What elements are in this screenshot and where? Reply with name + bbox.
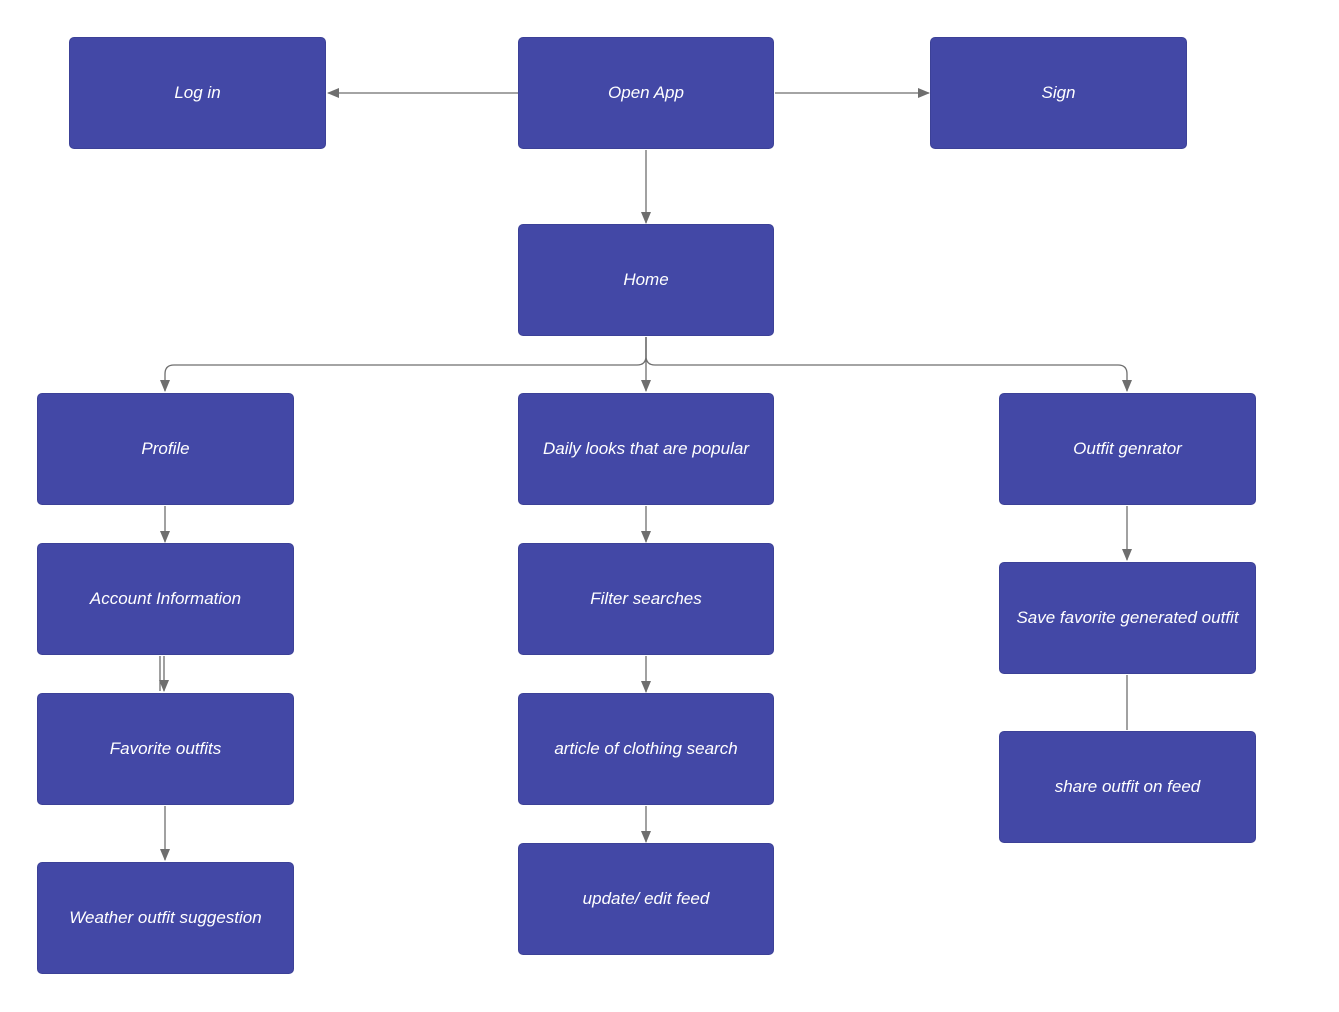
node-daily-looks[interactable]: Daily looks that are popular [519,394,773,504]
node-favorite-outfits[interactable]: Favorite outfits [38,694,293,804]
node-home[interactable]: Home [519,225,773,335]
node-outfit-generator[interactable]: Outfit genrator [1000,394,1255,504]
node-filter-searches[interactable]: Filter searches [519,544,773,654]
node-open-app-label: Open App [608,82,684,102]
node-sign-label: Sign [1041,82,1076,102]
node-update-feed[interactable]: update/ edit feed [519,844,773,954]
node-favorite-outfits-label: Favorite outfits [109,738,222,758]
node-log-in[interactable]: Log in [70,38,325,148]
node-account-information-label: Account Information [89,588,242,608]
node-profile[interactable]: Profile [38,394,293,504]
node-daily-looks-label: Daily looks that are popular [542,438,749,458]
node-open-app[interactable]: Open App [519,38,773,148]
node-weather-suggestion[interactable]: Weather outfit suggestion [38,863,293,973]
node-filter-searches-label: Filter searches [590,588,702,608]
node-account-information[interactable]: Account Information [38,544,293,654]
node-update-feed-label: update/ edit feed [582,888,710,908]
node-save-favorite[interactable]: Save favorite generated outfit [1000,563,1255,673]
node-share-outfit-label: share outfit on feed [1054,776,1201,796]
node-weather-suggestion-label: Weather outfit suggestion [69,907,262,927]
edge-home-to-profile [160,337,647,392]
edge-account-information-to-favorite-outfits [160,656,164,691]
node-clothing-search-label: article of clothing search [554,738,738,758]
node-profile-label: Profile [141,438,190,458]
node-log-in-label: Log in [174,82,221,102]
edge-home-to-outfit-generator [645,337,1132,392]
node-save-favorite-label: Save favorite generated outfit [1016,607,1239,627]
node-clothing-search[interactable]: article of clothing search [519,694,773,804]
node-outfit-generator-label: Outfit genrator [1073,438,1182,458]
node-share-outfit[interactable]: share outfit on feed [1000,732,1255,842]
node-sign[interactable]: Sign [931,38,1186,148]
node-home-label: Home [623,269,669,289]
